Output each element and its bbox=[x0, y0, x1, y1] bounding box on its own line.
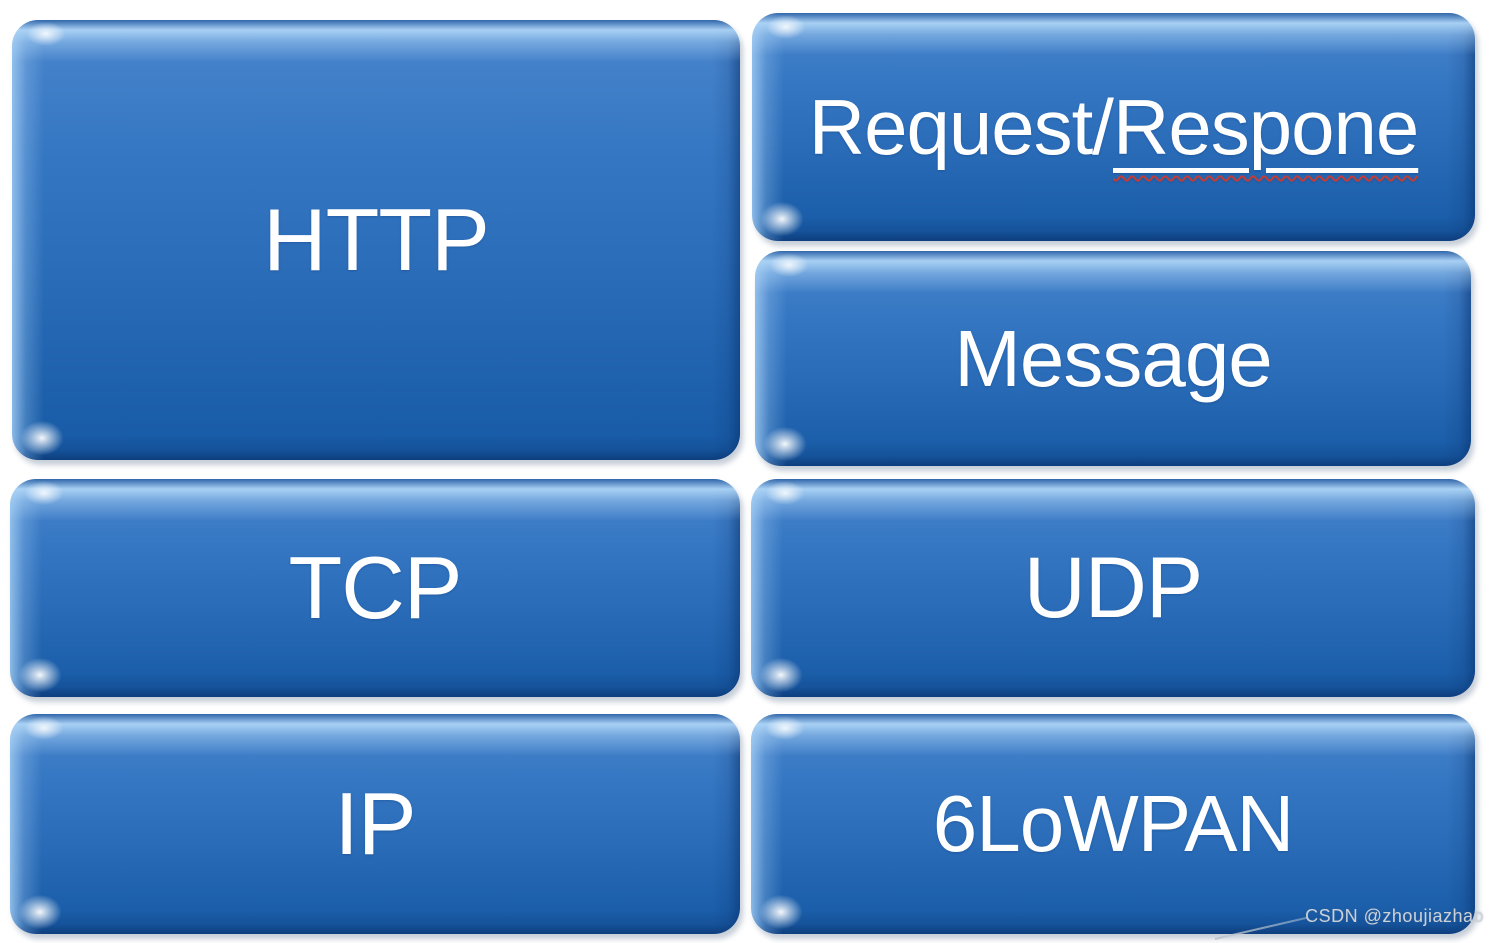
label-tcp: TCP bbox=[288, 538, 463, 637]
label-message: Message bbox=[954, 313, 1273, 403]
box-ip: IP bbox=[10, 714, 740, 934]
box-request-response: Request/Respone bbox=[752, 13, 1475, 241]
label-http: HTTP bbox=[263, 190, 490, 289]
box-message: Message bbox=[755, 251, 1471, 466]
label-6lowpan: 6LoWPAN bbox=[932, 779, 1295, 868]
label-udp: UDP bbox=[1023, 540, 1204, 636]
label-request-prefix: Request/ bbox=[808, 83, 1114, 171]
label-ip: IP bbox=[334, 774, 416, 873]
box-6lowpan: 6LoWPAN bbox=[751, 714, 1475, 934]
underlined-respone: Respone bbox=[1112, 83, 1419, 171]
box-udp: UDP bbox=[751, 479, 1475, 697]
label-request-response: Request/Respone bbox=[809, 88, 1419, 166]
csdn-watermark: CSDN @zhoujiazhao bbox=[1305, 906, 1484, 926]
box-http: HTTP bbox=[12, 20, 740, 460]
box-tcp: TCP bbox=[10, 479, 740, 697]
label-respone: Respone bbox=[1112, 83, 1419, 171]
